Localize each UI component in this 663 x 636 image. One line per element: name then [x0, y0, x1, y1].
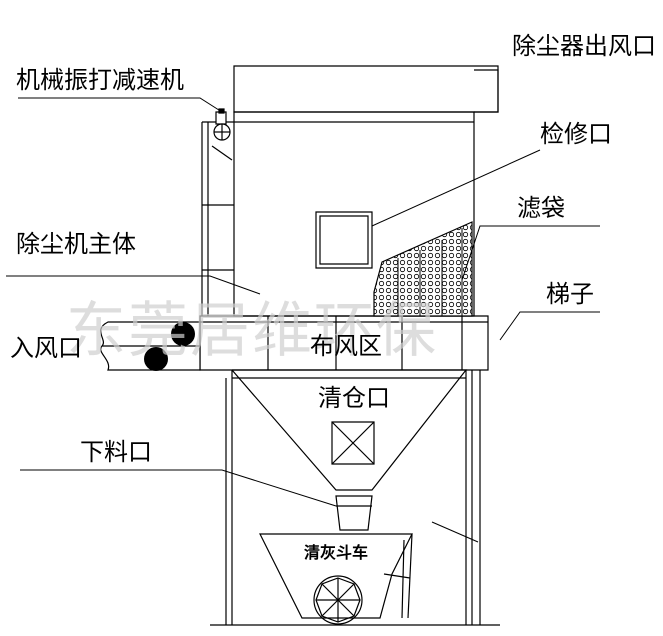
label-cleanout: 清仓口 [318, 384, 390, 412]
label-main-body: 除尘机主体 [16, 230, 136, 258]
label-filter-bag: 滤袋 [517, 194, 565, 222]
cleanout-door [332, 422, 374, 464]
outlet-connection [474, 70, 498, 112]
vibrator-motor [212, 109, 232, 160]
inlet-ball-bottom [144, 347, 168, 371]
label-vibrator: 机械振打减速机 [16, 66, 184, 94]
label-ladder: 梯子 [546, 280, 594, 308]
inspection-door [316, 212, 372, 268]
leader-main-body [6, 276, 260, 294]
label-inlet: 入风口 [10, 334, 82, 362]
ash-cart-handle [408, 534, 412, 618]
leader-filter-bag [462, 226, 600, 280]
ash-cart-body [260, 534, 412, 618]
cart-wheel [314, 576, 362, 624]
label-ash-cart: 清灰斗车 [304, 543, 369, 562]
filter-bag-dividers [398, 228, 462, 316]
outlet-duct [234, 66, 498, 112]
leader-ladder [500, 312, 600, 340]
leader-cart [432, 522, 478, 542]
leader-inspection [372, 150, 540, 226]
discharge-chute [336, 496, 372, 530]
leader-lines [6, 98, 600, 542]
label-outlet: 除尘器出风口 [512, 32, 656, 60]
leader-vibrator [18, 98, 222, 112]
label-discharge: 下料口 [80, 438, 152, 466]
hopper [232, 370, 466, 490]
watermark: 东莞居维环保 [66, 296, 438, 366]
label-inspection: 检修口 [540, 120, 612, 148]
inlet-ball-top [171, 322, 195, 346]
leader-discharge [20, 470, 336, 506]
label-distribution: 布风区 [310, 332, 382, 360]
